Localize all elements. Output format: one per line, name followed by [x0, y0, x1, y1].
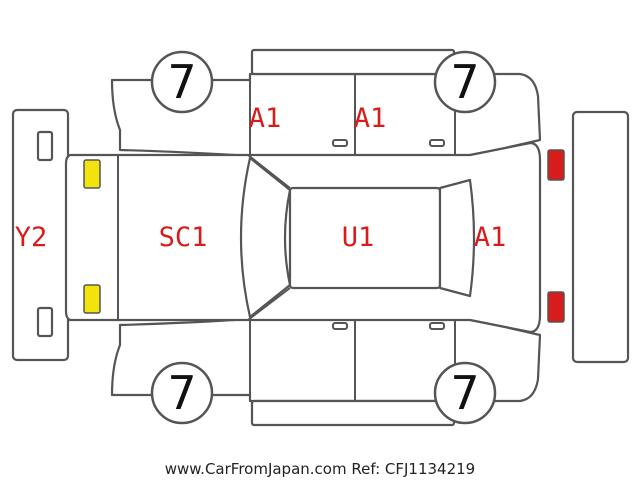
door-handle-rear-bottom: [429, 322, 445, 330]
tire-front-left-value: 7: [167, 55, 196, 109]
watermark-reference: www.CarFromJapan.com Ref: CFJ1134219: [165, 460, 475, 478]
code-hood: SC1: [159, 222, 208, 253]
code-top-front-door: A1: [249, 103, 282, 134]
side-profile-bottom: [110, 317, 542, 403]
rear-bumper: [571, 110, 630, 364]
side-profile-top: [110, 72, 542, 158]
tire-rear-right: 7: [433, 361, 497, 425]
tire-rear-right-value: 7: [450, 366, 479, 420]
headlight-left: [83, 159, 101, 189]
windshield: [239, 156, 292, 319]
front-bumper-vent-top: [36, 130, 54, 162]
tire-front-left: 7: [150, 50, 214, 114]
taillight-left: [547, 149, 565, 181]
door-handle-front-bottom: [332, 322, 348, 330]
tire-front-right: 7: [433, 50, 497, 114]
door-handle-rear-top: [429, 139, 445, 147]
rear-window: [438, 178, 476, 298]
taillight-right: [547, 291, 565, 323]
code-rear-window: A1: [474, 222, 507, 253]
side-step-bottom: [250, 399, 456, 427]
headlight-right: [83, 284, 101, 314]
code-front-bumper: Y2: [15, 222, 48, 253]
tire-front-right-value: 7: [450, 55, 479, 109]
tire-rear-left: 7: [150, 361, 214, 425]
tire-rear-left-value: 7: [167, 366, 196, 420]
side-step-top: [250, 48, 456, 76]
code-roof: U1: [342, 222, 375, 253]
code-top-rear-door: A1: [354, 103, 387, 134]
door-handle-front-top: [332, 139, 348, 147]
front-bumper-vent-bottom: [36, 306, 54, 338]
